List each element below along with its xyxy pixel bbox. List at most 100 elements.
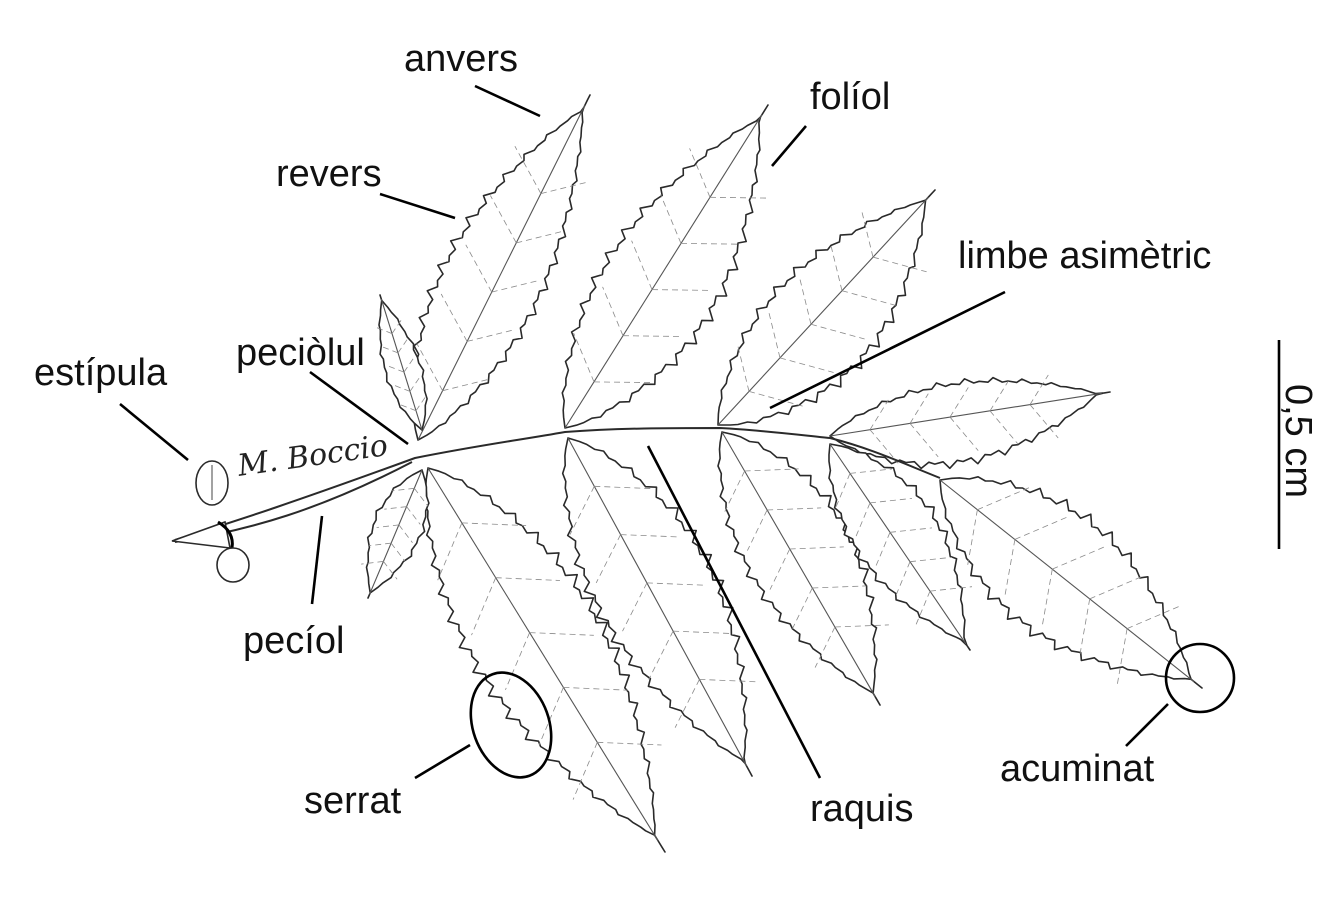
- leaflet-upper-1-secondary-vein: [465, 244, 493, 293]
- leaflet-lower-2-secondary-vein: [699, 679, 760, 683]
- leaflet-lower-4-secondary-vein: [909, 556, 953, 563]
- leader-anvers: [474, 84, 541, 118]
- leaflet-lower-2-secondary-vein: [674, 679, 700, 728]
- leader-limbe: [769, 290, 1006, 410]
- leaflet-lower-3-secondary-vein: [814, 626, 836, 668]
- leaflet-upper-2: [561, 104, 769, 429]
- leaflet-lower-4-secondary-vein: [895, 561, 911, 596]
- petiole-collar: [217, 520, 234, 549]
- leaflet-upper-small-secondary-vein: [380, 345, 399, 354]
- leaflet-upper-1-secondary-vein: [416, 343, 443, 391]
- leaflet-upper-small-secondary-vein: [409, 376, 421, 392]
- label-peciol: pecíol: [243, 620, 345, 662]
- rachis-line: [174, 426, 941, 541]
- leaflet-lower-small-secondary-vein: [368, 542, 392, 547]
- leaflet-lower-small-secondary-vein: [361, 561, 384, 565]
- leaflet-upper-3-midrib: [717, 196, 929, 426]
- leaflet-lower-1-midrib: [427, 467, 659, 841]
- leaflet-upper-4-secondary-vein: [909, 393, 929, 424]
- leaflet-upper-1: [410, 94, 591, 441]
- leaflet-lower-small: [365, 469, 430, 599]
- leader-foliol: [771, 125, 807, 167]
- leaflet-upper-1-secondary-vein: [491, 280, 538, 293]
- leaflet-upper-4-secondary-vein: [909, 423, 939, 458]
- leaflet-upper-2-secondary-vein: [631, 240, 653, 290]
- leaflet-lower-1-secondary-vein: [529, 632, 594, 636]
- label-estipula: estípula: [34, 352, 168, 394]
- label-limbe-asimetric: limbe asimètric: [958, 235, 1212, 277]
- leaflet-upper-small-secondary-vein: [386, 365, 405, 373]
- leaflet-upper-small-secondary-vein: [374, 326, 393, 334]
- leaflet-upper-small-secondary-vein: [398, 403, 417, 412]
- leader-peciol: [310, 515, 324, 605]
- leaflet-upper-4-secondary-vein: [1029, 374, 1049, 405]
- leaflet-upper-4-secondary-vein: [869, 399, 889, 430]
- leaflet-upper-1-secondary-vein: [490, 195, 517, 244]
- leaflet-lower-1: [423, 467, 666, 853]
- leaflet-lower-3-secondary-vein: [769, 548, 791, 590]
- leaflet-lower-1-secondary-vein: [563, 687, 628, 691]
- leaflet-upper-1-secondary-vein: [514, 146, 542, 194]
- serrat-circle: [469, 671, 553, 779]
- leaflet-upper-3-secondary-vein: [768, 312, 781, 358]
- leaflet-upper-1-secondary-vein: [516, 231, 563, 244]
- leaflet-lower-3-secondary-vein: [744, 468, 799, 472]
- leader-serrat: [414, 743, 471, 780]
- leaflet-upper-small-secondary-vein: [397, 337, 409, 354]
- label-raquis: raquis: [810, 788, 914, 830]
- leaflet-lower-3-midrib: [721, 431, 876, 698]
- leaflet-lower-2-secondary-vein: [648, 630, 674, 680]
- leaflet-upper-4-midrib: [829, 392, 1102, 437]
- label-anvers: anvers: [404, 38, 519, 80]
- leaflet-lower-3-secondary-vein: [789, 546, 844, 550]
- leader-peciolul: [309, 370, 409, 446]
- leaflet-lower-4-midrib: [829, 443, 967, 645]
- leaflet-lower-4-secondary-vein: [929, 586, 973, 592]
- leaflet-upper-3-secondary-vein: [830, 245, 843, 291]
- leaflet-upper-3-secondary-vein: [799, 279, 812, 325]
- leaflet-lower-small-secondary-vein: [406, 506, 421, 525]
- label-peciolul: peciòlul: [236, 332, 365, 374]
- label-revers: revers: [276, 153, 382, 195]
- leaflet-lower-3-secondary-vein: [747, 509, 768, 551]
- leaflet-lower-3-secondary-vein: [724, 470, 745, 512]
- leaflet-upper-4-secondary-vein: [1029, 404, 1059, 439]
- petiole-base: [171, 520, 231, 549]
- leaflet-lower-1-secondary-vein: [471, 577, 497, 636]
- leaflet-lower-small-secondary-vein: [383, 561, 398, 580]
- leaflet-upper-3-secondary-vein: [861, 212, 874, 258]
- leaflet-lower-4-secondary-vein: [915, 590, 931, 625]
- leaflet-lower-3-secondary-vein: [834, 624, 889, 628]
- leaflet-lower-small-secondary-vein: [398, 524, 413, 543]
- leaflet-lower-1-secondary-vein: [437, 522, 463, 581]
- leaflet-upper-4-secondary-vein: [949, 416, 979, 451]
- leaflet-lower-2-secondary-vein: [595, 534, 621, 584]
- leaflet-lower-2-midrib: [567, 437, 747, 767]
- leaflet-lower-2-secondary-vein: [673, 630, 734, 634]
- leaflet-lower-3: [717, 431, 881, 706]
- leaflet-lower-1-secondary-vein: [495, 577, 561, 581]
- leaflet-upper-small-secondary-vein: [415, 395, 427, 411]
- leaflet-lower-1-secondary-vein: [461, 522, 527, 526]
- leaflet-upper-4: [829, 376, 1111, 470]
- leaflet-upper-small-secondary-vein: [391, 318, 403, 334]
- leaflet-lower-4-secondary-vein: [855, 502, 871, 537]
- leaflet-upper-1-midrib: [417, 105, 586, 441]
- leaflet-lower-4-secondary-vein: [889, 527, 933, 533]
- leaflet-upper-1-secondary-vein: [467, 329, 514, 342]
- leaflet-upper-2-secondary-vein: [573, 332, 595, 383]
- leaflet-lower-small-secondary-vein: [390, 542, 406, 562]
- leaflet-terminal-midrib: [939, 479, 1195, 683]
- leaflet-terminal: [939, 476, 1203, 689]
- leaflet-lower-small-secondary-vein: [376, 524, 399, 528]
- leaflet-lower-4-secondary-vein: [849, 468, 893, 474]
- label-acuminat: acuminat: [1000, 748, 1155, 790]
- leaflet-upper-1-secondary-vein: [440, 293, 468, 342]
- leaflet-lower-3-secondary-vein: [767, 507, 822, 511]
- leaflet-upper-4-secondary-vein: [949, 387, 969, 418]
- leaflet-upper-small-secondary-vein: [403, 356, 415, 373]
- leaflet-lower-1-secondary-vein: [597, 741, 662, 746]
- leader-estipula: [119, 402, 189, 462]
- stipule-lower: [216, 547, 250, 583]
